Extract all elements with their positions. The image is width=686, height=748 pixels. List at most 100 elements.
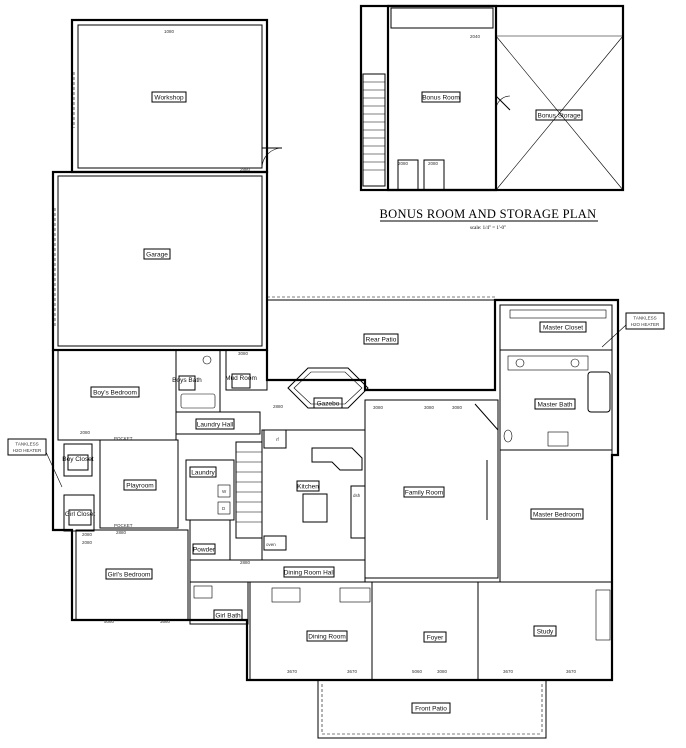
dining-room-hall-label: Dining Room Hall [284,570,335,577]
laundry-hall-walls [175,411,261,435]
family-room-label: Family Room [405,490,443,497]
dining-room: Dining Room 3670 3670 [249,581,373,681]
foyer-label: Foyer [427,635,444,642]
study-dim-2: 3670 [566,669,577,674]
front-patio-outline [317,679,547,739]
tankless-heater-right: TANKLESS H2O HEATER [601,312,665,348]
heater-left-line1: TANKLESS [15,442,38,447]
garage-inner [57,175,263,347]
oven-label: oven [266,542,276,547]
bonus-plan-scale: scale: 1/4" = 1'-0" [470,226,506,231]
rear-patio-label: Rear Patio [366,337,397,344]
kitchen-label-box [296,480,320,492]
playroom-label: Playroom [126,483,153,490]
fr-dim-3: 3080 [452,405,463,410]
girl-bath: Girl Bath [189,581,249,625]
playroom: Playroom 2880 [99,439,179,535]
fr-dim-1: 3080 [373,405,384,410]
garage: Garage [51,170,269,352]
laundry-hall-label-box [195,418,235,430]
laundry-hall: Laundry Hall [175,411,261,435]
girls-door-dim: 2080 [82,540,93,545]
dining-dim-2: 3670 [347,669,358,674]
boys-bedroom-label-box [90,386,140,398]
dishwasher-label: dsh [353,493,361,498]
master-bath-label-box [534,398,576,410]
entry-table-icon [339,587,371,603]
boys-bedroom: Boy's Bedroom [57,349,177,441]
tankless-heater-left: TANKLESS H2O HEATER [7,438,63,488]
mud-room: Mud Room 3080 [225,349,268,391]
garage-label: Garage [146,252,168,259]
bonus-dormer [390,7,494,29]
girls-bedroom-label-box [105,568,153,580]
girl-closet-walls [63,494,95,532]
girls-bottom-dim-2: 3660 [160,619,171,624]
playroom-dim: 2880 [116,530,127,535]
storage-door-swing [495,95,511,111]
workshop-dim-door: 2880 [240,167,251,172]
master-bedroom-label: Master Bedroom [533,512,581,519]
girl-closet: Girl Closet 2080 [63,494,95,537]
workshop-inner [77,24,263,169]
dining-room-hall-label-box [283,566,335,578]
girl-closet-dim: 2080 [82,532,93,537]
bathtub-icon [180,393,216,409]
powder: Powder 2880 [189,519,251,565]
girl-bath-sink [193,585,213,599]
sink-icon [202,355,212,365]
gazebo-label: Gazebo [317,401,340,408]
kitchen-counter-top [311,447,363,471]
mud-room-label-box [231,373,251,389]
front-patio-label-box [411,702,451,714]
foyer-dim-1: 5060 [412,669,423,674]
master-bath-label: Master Bath [537,402,572,409]
family-room-label-box [403,486,445,498]
master-closet-label-box [539,321,587,333]
heater-right-box [625,312,665,330]
kitchen: rf oven dsh Kitchen [261,429,366,561]
master-tub-icon [587,371,611,413]
workshop-dim-top: 1080 [164,29,175,34]
rear-patio-label-box [363,333,399,345]
dining-dim-1: 3670 [287,669,298,674]
garage-label-box [143,248,171,260]
washer-label: W [222,489,227,494]
girl-bath-walls [189,581,249,625]
closet-shelf [509,309,607,319]
oven-icon [263,535,287,551]
powder-label-box [192,543,216,555]
girls-bedroom: Girl's Bedroom 5060 3660 [75,529,189,624]
vanity-sink-2 [570,358,580,368]
heater-right-leader [601,324,627,348]
heater-left-leader [45,451,63,488]
powder-label: Powder [193,547,216,554]
playroom-label-box [123,479,157,491]
stairs [362,73,386,187]
mud-room-label: Mud Room [225,375,257,382]
bonus-closet-a [397,159,419,191]
boys-bath: Boys Bath [172,349,221,413]
girl-bath-label-box [213,609,243,621]
heater-right-line2: H2O HEATER [631,322,660,327]
master-bath: Master Bath [499,349,613,451]
workshop-label-box [151,91,187,103]
family-room-walls [364,399,499,579]
heater-right-line1: TANKLESS [633,316,656,321]
storage-hip-line-2 [495,35,624,191]
family-room: Family Room 3080 3080 3080 [364,399,499,579]
bonus-room-label-box [421,91,461,103]
kitchen-walls [261,429,366,561]
mud-room-dim: 3080 [238,351,249,356]
main-stairs [235,441,263,539]
girls-bedroom-walls [75,529,189,621]
vanity-sink-1 [515,358,525,368]
foyer-dim-2: 3080 [437,669,448,674]
study-dim-1: 3670 [503,669,514,674]
dining-room-label: Dining Room [308,634,346,641]
girls-bedroom-label: Girl's Bedroom [108,572,151,579]
kitchen-label: Kitchen [297,484,319,491]
workshop-door-arc [261,147,283,169]
foyer: Foyer 5060 3080 [339,581,479,681]
